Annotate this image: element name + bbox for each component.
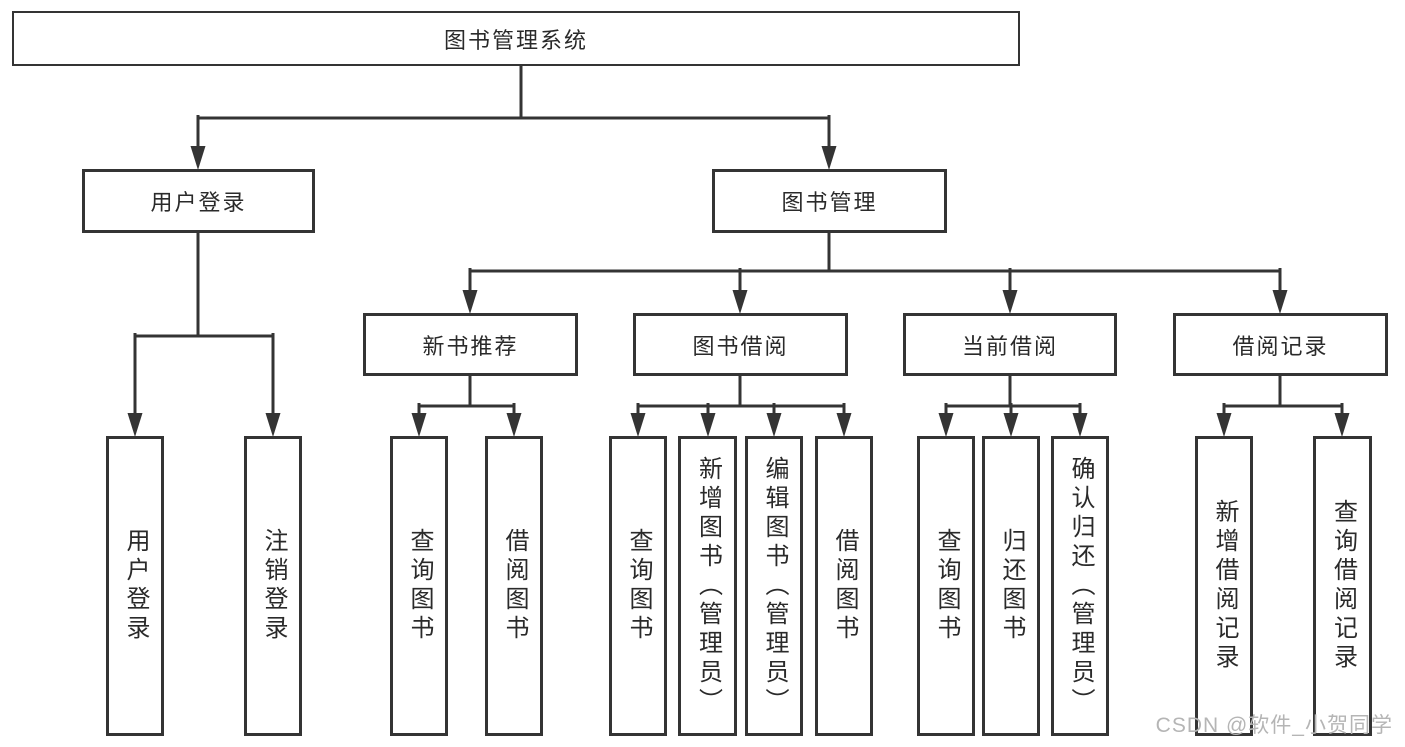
leaf-add-borrow-record: 新增借阅记录: [1195, 436, 1253, 736]
leaf-query-books-borrow: 查询图书: [609, 436, 667, 736]
leaf-borrow-books-recommend: 借阅图书: [485, 436, 543, 736]
leaf-query-books-current: 查询图书: [917, 436, 975, 736]
leaf-logout-login: 注销登录: [244, 436, 302, 736]
node-new-book-recommendation: 新书推荐: [363, 313, 578, 376]
node-current-borrowing: 当前借阅: [903, 313, 1117, 376]
leaf-user-login: 用户登录: [106, 436, 164, 736]
csdn-watermark: CSDN @软件_小贺同学: [1155, 714, 1393, 737]
leaf-add-books-admin: 新增图书（管理员）: [678, 436, 737, 736]
node-book-management: 图书管理: [712, 169, 947, 233]
leaf-query-books-recommend: 查询图书: [390, 436, 448, 736]
node-library-management-system: 图书管理系统: [12, 11, 1020, 66]
leaf-return-books: 归还图书: [982, 436, 1040, 736]
node-book-borrowing: 图书借阅: [633, 313, 848, 376]
node-borrowing-records: 借阅记录: [1173, 313, 1388, 376]
leaf-query-borrow-record: 查询借阅记录: [1313, 436, 1372, 736]
tree-edges: [133, 64, 1344, 417]
leaf-confirm-return-admin: 确认归还（管理员）: [1051, 436, 1109, 736]
node-user-login: 用户登录: [82, 169, 315, 233]
arrowheads: [127, 146, 1350, 437]
leaf-borrow-books: 借阅图书: [815, 436, 873, 736]
leaf-edit-books-admin: 编辑图书（管理员）: [745, 436, 803, 736]
